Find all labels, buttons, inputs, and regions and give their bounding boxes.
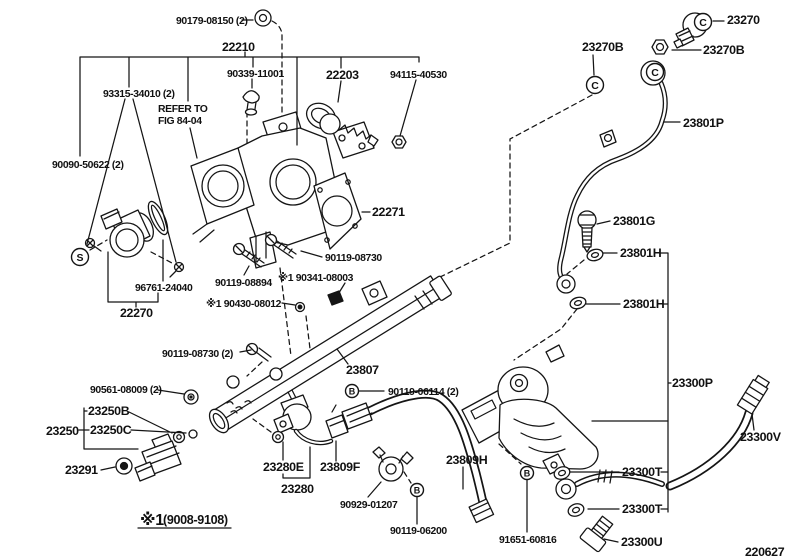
label-22270: 22270: [120, 306, 153, 320]
label-90430-08012: ※1 90430-08012: [206, 298, 282, 310]
label-23280: 23280: [281, 482, 314, 496]
label-90090-50622: 90090-50622 (2): [52, 160, 124, 171]
label-90929-01207: 90929-01207: [340, 500, 398, 511]
injector-art: [115, 429, 198, 482]
label-23801H-1: 23801H: [620, 246, 662, 260]
standard-part-markers: S C C C B B B: [70, 12, 713, 498]
label-22271: 22271: [372, 205, 405, 219]
label-23280E: 23280E: [263, 460, 304, 474]
label-23250: 23250: [46, 424, 79, 438]
label-23809F: 23809F: [320, 460, 361, 474]
note-range: (9008-9108): [163, 513, 228, 527]
figure-code: 220627: [745, 545, 785, 559]
label-23801P: 23801P: [683, 116, 724, 130]
air-valve-art: [84, 200, 185, 278]
marker-C2-icon: C: [645, 62, 665, 82]
label-96761-24040: 96761-24040: [135, 283, 193, 294]
label-refer-to: REFER TO: [158, 104, 208, 115]
label-23809H: 23809H: [446, 453, 488, 467]
label-90119-06114: 90119-06114 (2): [388, 387, 458, 398]
label-90341-08003: ※1 90341-08003: [278, 272, 354, 284]
svg-text:C: C: [651, 67, 659, 79]
pressure-pipe-art: [556, 12, 708, 310]
top-hardware-art: [242, 9, 407, 149]
label-23807: 23807: [346, 363, 379, 377]
svg-text:B: B: [524, 469, 531, 479]
label-22203: 22203: [326, 68, 359, 82]
label-23270B-right: 23270B: [703, 43, 745, 57]
outlet-hose-art: [553, 374, 770, 553]
label-23291: 23291: [65, 463, 98, 477]
label-23801G: 23801G: [613, 214, 655, 228]
label-23300U: 23300U: [621, 535, 663, 549]
label-23250B: 23250B: [88, 404, 130, 418]
svg-text:B: B: [414, 486, 421, 496]
label-90561-08009: 90561-08009 (2): [90, 385, 162, 396]
label-23300T-1: 23300T: [622, 465, 663, 479]
label-91651-60816: 91651-60816: [499, 535, 557, 546]
label-90119-08730: 90119-08730: [325, 253, 382, 264]
mid-hardware-art: [183, 233, 344, 405]
label-23300P: 23300P: [672, 376, 713, 390]
label-23270: 23270: [727, 13, 760, 27]
svg-text:S: S: [76, 252, 83, 264]
marker-C3-icon: C: [585, 75, 605, 95]
label-23801H-2: 23801H: [623, 297, 665, 311]
damper-hose-art: [271, 389, 495, 524]
label-90119-08730-2: 90119-08730 (2): [162, 349, 233, 360]
label-94115-40530: 94115-40530: [390, 70, 447, 81]
svg-text:C: C: [591, 80, 599, 92]
label-fig-84-04: FIG 84-04: [158, 116, 202, 127]
leader-lines: [78, 19, 755, 543]
label-23250C: 23250C: [90, 423, 132, 437]
label-23270B-left: 23270B: [582, 40, 624, 54]
label-90179-08150: 90179-08150 (2): [176, 16, 248, 27]
svg-text:C: C: [699, 17, 707, 29]
marker-C1-icon: C: [693, 12, 713, 32]
marker-B2-icon: B: [409, 482, 425, 498]
part-labels: 90179-08150 (2) 22210 90339-11001 22203 …: [46, 13, 785, 559]
label-22210: 22210: [222, 40, 255, 54]
fuel-filter-art: [461, 344, 599, 475]
label-93315-34010: 93315-34010 (2): [103, 89, 175, 100]
fuel-rail-art: [208, 275, 452, 434]
note-symbol: ※1: [140, 511, 164, 529]
throttle-body-art: [190, 102, 379, 269]
svg-text:B: B: [349, 387, 356, 397]
label-23300V: 23300V: [740, 430, 782, 444]
marker-B1-icon: B: [344, 383, 360, 399]
label-90119-06200: 90119-06200: [390, 526, 447, 537]
label-23300T-2: 23300T: [622, 502, 663, 516]
marker-B3-icon: B: [519, 465, 535, 481]
label-90119-08894: 90119-08894: [215, 278, 272, 289]
label-90339-11001: 90339-11001: [227, 69, 284, 80]
marker-S-icon: S: [70, 247, 90, 267]
